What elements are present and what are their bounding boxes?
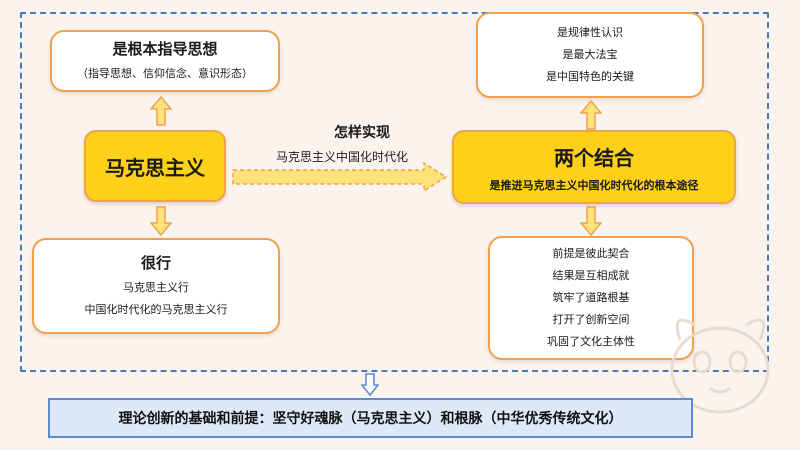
- how-to-achieve-subtitle: 马克思主义中国化时代化: [275, 150, 408, 164]
- mutual-fit-line-2: 结果是互相成就: [552, 269, 630, 282]
- mutual-fit-line-1: 前提是彼此契合: [552, 247, 630, 260]
- arrow-down-icon: [580, 206, 602, 236]
- two-combinations-title: 两个结合: [554, 145, 634, 170]
- arrow-up-icon: [580, 100, 602, 130]
- arrow-up-icon: [150, 96, 172, 126]
- guiding-thought-subtitle: （指导思想、信仰信念、意识形态）: [77, 66, 253, 80]
- arrow-right-icon: [232, 162, 448, 192]
- mutual-fit-line-4: 打开了创新空间: [552, 313, 630, 326]
- regularity-line-2: 是最大法宝: [562, 48, 618, 61]
- mutual-fit-line-5: 巩固了文化主体性: [547, 335, 635, 348]
- two-combinations-core-box: 两个结合 是推进马克思主义中国化时代化的根本途径: [452, 130, 736, 204]
- guiding-thought-box: 是根本指导思想 （指导思想、信仰信念、意识形态）: [50, 30, 280, 92]
- regularity-line-3: 是中国特色的关键: [546, 70, 634, 83]
- marxism-label: 马克思主义: [105, 155, 205, 180]
- conclusion-text: 理论创新的基础和前提：坚守好魂脉（马克思主义）和根脉（中华优秀传统文化）: [118, 411, 623, 427]
- guiding-thought-title: 是根本指导思想: [112, 39, 218, 58]
- how-to-achieve-title: 怎样实现: [334, 125, 390, 141]
- very-capable-line-1: 马克思主义行: [123, 280, 189, 294]
- very-capable-box: 很行 马克思主义行 中国化时代化的马克思主义行: [32, 238, 280, 334]
- arrow-down-icon: [150, 206, 172, 236]
- dashed-frame: [20, 12, 769, 372]
- conclusion-bar: 理论创新的基础和前提：坚守好魂脉（马克思主义）和根脉（中华优秀传统文化）: [48, 398, 693, 438]
- regularity-line-1: 是规律性认识: [557, 26, 623, 39]
- regularity-box: 是规律性认识 是最大法宝 是中国特色的关键: [476, 12, 704, 98]
- two-combinations-subtitle: 是推进马克思主义中国化时代化的根本途径: [489, 178, 699, 192]
- mutual-fit-line-3: 筑牢了道路根基: [552, 291, 630, 304]
- mascot-sketch: [670, 318, 770, 414]
- very-capable-line-2: 中国化时代化的马克思主义行: [84, 302, 228, 316]
- mutual-fit-box: 前提是彼此契合 结果是互相成就 筑牢了道路根基 打开了创新空间 巩固了文化主体性: [488, 236, 694, 360]
- arrow-down-icon: [361, 373, 379, 397]
- very-capable-title: 很行: [140, 253, 171, 272]
- marxism-core-box: 马克思主义: [84, 130, 226, 202]
